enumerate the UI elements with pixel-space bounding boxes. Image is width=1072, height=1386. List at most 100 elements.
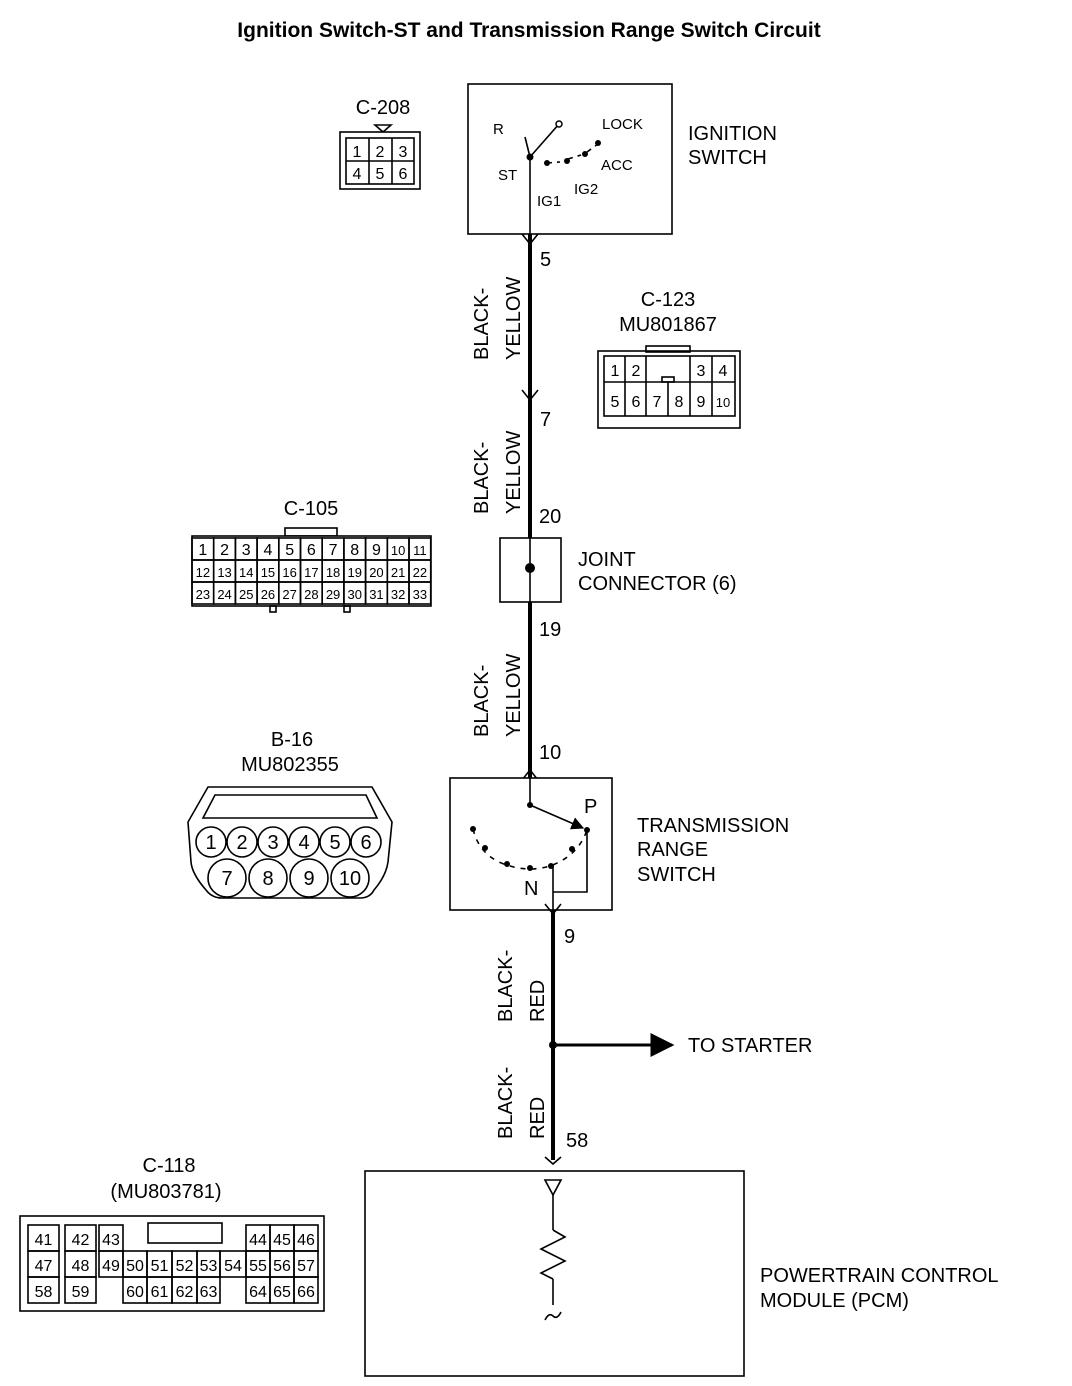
c105-pin: 6	[307, 542, 316, 559]
wire-segment-1: 5 7 BLACK- YELLOW	[471, 233, 551, 431]
c105-pin: 28	[304, 587, 318, 602]
c118-pin: 51	[151, 1258, 169, 1275]
c105-pin: 9	[372, 542, 381, 559]
c105-pin: 17	[304, 565, 318, 580]
to-starter-label: TO STARTER	[688, 1035, 812, 1057]
c105-pin: 19	[348, 565, 362, 580]
c105-pin: 27	[282, 587, 296, 602]
wire-5-color-1: BLACK-	[495, 1067, 517, 1139]
c105-pin: 13	[217, 565, 231, 580]
c208-pin: 4	[353, 166, 362, 183]
wire-3-color-2: YELLOW	[503, 654, 525, 737]
ignition-switch-label-1: IGNITION	[688, 123, 777, 145]
tr-switch-label-3: SWITCH	[637, 864, 716, 886]
b16-name: B-16	[271, 729, 313, 751]
pin-10: 10	[539, 742, 561, 764]
c118-part: (MU803781)	[110, 1181, 221, 1203]
tr-switch-label-2: RANGE	[637, 839, 708, 861]
wire-segment-2: 20 BLACK- YELLOW	[471, 406, 561, 538]
c118-pin: 55	[249, 1258, 267, 1275]
c118-pin: 66	[297, 1284, 315, 1301]
pin-20: 20	[539, 506, 561, 528]
b16-pin-shape	[248, 858, 288, 898]
b16-pin: 1	[205, 832, 216, 854]
c105-pin: 24	[217, 587, 231, 602]
c105-pin: 31	[369, 587, 383, 602]
b16-pin-shape	[330, 858, 370, 898]
c123-pin: 6	[632, 394, 641, 411]
c118-pin: 58	[35, 1284, 53, 1301]
c123-pin: 5	[611, 394, 620, 411]
b16-pin: 3	[267, 832, 278, 854]
pin-58: 58	[566, 1130, 588, 1152]
c208-pin: 6	[399, 166, 408, 183]
c118-pin: 57	[297, 1258, 315, 1275]
pin-7: 7	[540, 409, 551, 431]
wire-4-color-1: BLACK-	[495, 950, 517, 1022]
c123-pin: 7	[653, 394, 662, 411]
c105-pin: 22	[413, 565, 427, 580]
b16-pin-shape	[289, 858, 329, 898]
c105-pin: 7	[329, 542, 338, 559]
c118-pin: 64	[249, 1284, 267, 1301]
c123-pin: 1	[611, 363, 620, 380]
c118-pin: 60	[126, 1284, 144, 1301]
ign-pos-ig2: IG2	[574, 181, 598, 198]
ignition-switch: R LOCK ST ACC IG2 IG1 IGNITION SWITCH	[467, 83, 777, 235]
c118-pin: 53	[200, 1258, 218, 1275]
c105-pin: 15	[261, 565, 275, 580]
c118-cell	[293, 1276, 319, 1304]
transmission-range-switch: P N TRANSMISSION RANGE SWITCH	[449, 777, 789, 911]
wire-1-color-1: BLACK-	[471, 288, 493, 360]
c105-pin: 20	[369, 565, 383, 580]
b16-pin: 9	[303, 868, 314, 890]
b16-pin-shape	[207, 858, 247, 898]
wire-segment-4: 9 BLACK- RED TO STARTER	[495, 903, 812, 1160]
c105-pin: 16	[282, 565, 296, 580]
c118-pin: 62	[176, 1284, 194, 1301]
c118-pin: 46	[297, 1232, 315, 1249]
c118-key	[147, 1222, 223, 1244]
wire-4-color-2: RED	[527, 980, 549, 1022]
c118-pin: 45	[273, 1232, 291, 1249]
c105-pin: 30	[348, 587, 362, 602]
diagram-title: Ignition Switch-ST and Transmission Rang…	[237, 19, 820, 42]
c118-pin: 65	[273, 1284, 291, 1301]
b16-pin: 4	[298, 832, 309, 854]
c208-name: C-208	[356, 97, 410, 119]
wire-3-color-1: BLACK-	[471, 665, 493, 737]
b16-pin-shape	[319, 826, 351, 858]
c105-pin: 29	[326, 587, 340, 602]
c123-pin: 8	[675, 394, 684, 411]
b16-pin: 10	[339, 868, 361, 890]
c118-cell	[64, 1276, 97, 1304]
c118-pin: 44	[249, 1232, 267, 1249]
c105-pin: 18	[326, 565, 340, 580]
c123-pin: 3	[697, 363, 706, 380]
c123-pin: 4	[719, 363, 728, 380]
c105-pin: 12	[196, 565, 210, 580]
c118-pin: 54	[224, 1258, 242, 1275]
tr-switch-label-1: TRANSMISSION	[637, 815, 789, 837]
joint-connector-label-2: CONNECTOR (6)	[578, 573, 737, 595]
b16-pin: 2	[236, 832, 247, 854]
c118-pin: 42	[72, 1232, 90, 1249]
b16-pin: 6	[360, 832, 371, 854]
c105-pin: 32	[391, 587, 405, 602]
c105-pin: 21	[391, 565, 405, 580]
c208-pin: 5	[376, 166, 385, 183]
c105-pin: 5	[285, 542, 294, 559]
c118-pin: 56	[273, 1258, 291, 1275]
wire-2-color-2: YELLOW	[503, 431, 525, 514]
pcm-label-1: POWERTRAIN CONTROL	[760, 1265, 999, 1287]
c118-pin: 49	[102, 1258, 120, 1275]
c118-pin: 47	[35, 1258, 53, 1275]
c118-pin: 48	[72, 1258, 90, 1275]
c105-pin: 8	[350, 542, 359, 559]
c208-pin: 3	[399, 144, 408, 161]
c123-pin: 2	[632, 363, 641, 380]
tr-pos-n: N	[524, 878, 538, 900]
